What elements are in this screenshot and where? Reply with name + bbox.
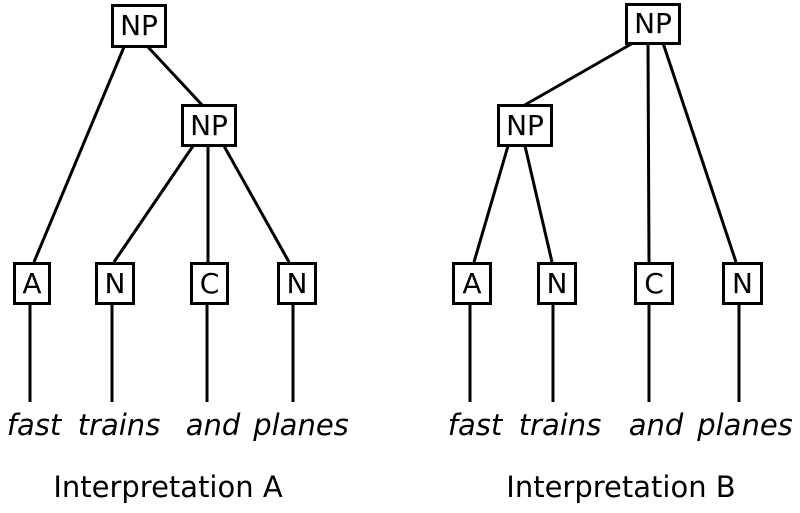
- tree-a-inner-np-node: NP: [181, 104, 237, 147]
- tree-b-pos-n1-node: N: [537, 262, 577, 305]
- tree-a-pos-c-label: C: [199, 266, 220, 300]
- tree-b-word-and: and: [628, 408, 684, 442]
- tree-a-root-np-node: NP: [111, 4, 167, 48]
- tree-a-inner-np-label: NP: [190, 108, 228, 142]
- tree-b-edge-innernp-to-n1: [523, 145, 554, 263]
- tree-b-word-trains: trains: [518, 408, 602, 442]
- tree-a-word-and: and: [185, 408, 241, 442]
- tree-b-inner-np-label: NP: [506, 108, 544, 142]
- tree-b-pos-c-node: C: [634, 262, 674, 305]
- tree-b-edge-innernp-to-a: [472, 145, 510, 263]
- tree-a-edge-innernp-to-n1: [112, 145, 195, 263]
- tree-b-inner-np-node: NP: [497, 104, 553, 147]
- tree-a-edge-root-to-a: [32, 46, 126, 263]
- tree-b-root-np-label: NP: [634, 7, 672, 40]
- tree-a-pos-a-node: A: [13, 262, 51, 305]
- tree-a-pos-n2-label: N: [286, 266, 308, 300]
- tree-a-word-fast: fast: [6, 408, 62, 442]
- tree-b-caption: Interpretation B: [506, 470, 736, 504]
- tree-b-root-np-node: NP: [625, 3, 681, 45]
- tree-b-pos-n2-node: N: [722, 262, 763, 305]
- tree-a-pos-n2-node: N: [277, 262, 317, 305]
- tree-a-pos-n1-node: N: [95, 262, 135, 305]
- tree-a-edge-innernp-to-n2: [222, 145, 291, 263]
- tree-b-pos-a-node: A: [452, 262, 492, 305]
- tree-b-edge-root-to-c: [646, 42, 651, 263]
- tree-a-root-np-label: NP: [120, 9, 158, 42]
- tree-b-pos-a-label: A: [462, 266, 482, 300]
- tree-a-word-planes: planes: [253, 408, 349, 442]
- tree-b-edge-root-to-n2: [661, 42, 738, 263]
- tree-a-edge-root-to-innernp: [146, 45, 205, 108]
- tree-b-word-planes: planes: [697, 408, 793, 442]
- tree-b-pos-n2-label: N: [732, 266, 753, 300]
- tree-a-word-trains: trains: [77, 408, 161, 442]
- tree-a-pos-a-label: A: [22, 266, 42, 300]
- tree-a-pos-n1-label: N: [104, 266, 126, 300]
- tree-b-edge-root-to-innernp: [522, 41, 634, 108]
- tree-b-pos-n1-label: N: [546, 266, 568, 300]
- tree-a-pos-c-node: C: [190, 262, 229, 305]
- tree-b-word-fast: fast: [447, 408, 503, 442]
- tree-b-pos-c-label: C: [644, 266, 664, 300]
- tree-a-caption: Interpretation A: [53, 470, 283, 504]
